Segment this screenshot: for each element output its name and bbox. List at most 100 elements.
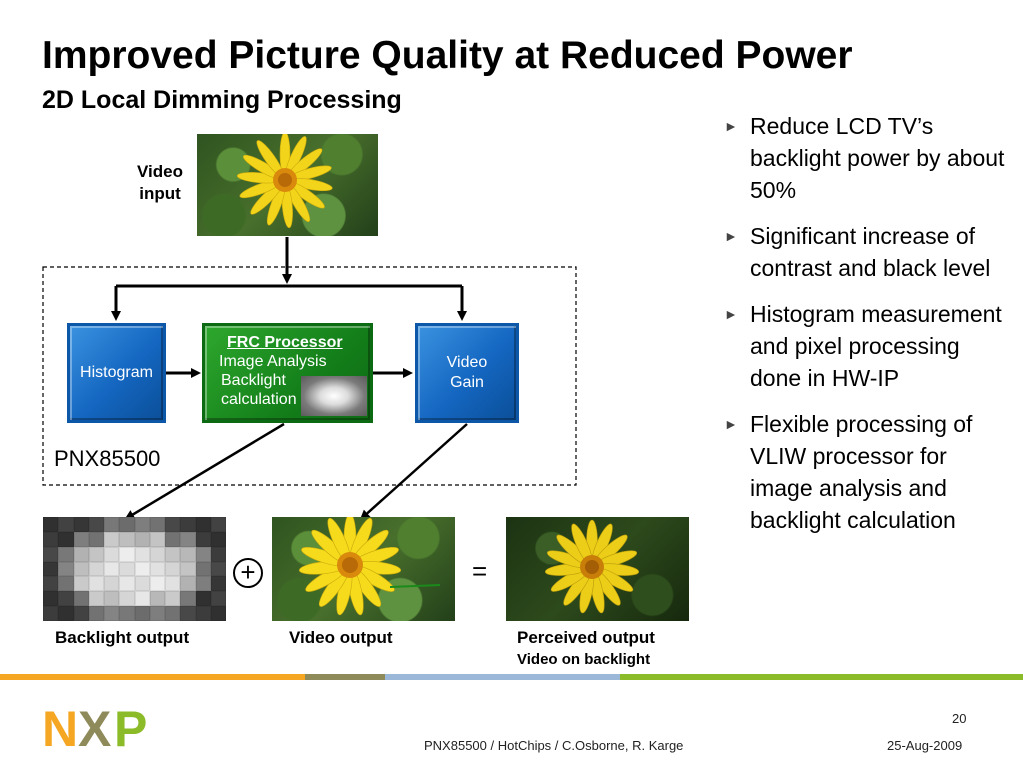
backlight-cell — [43, 531, 59, 547]
backlight-cell — [58, 561, 74, 577]
backlight-cell — [210, 561, 226, 577]
backlight-cell — [119, 606, 135, 621]
flower-image — [236, 134, 333, 229]
backlight-cell — [73, 576, 89, 592]
video-output-label: Video output — [289, 628, 393, 647]
bullet-arrow-icon: ► — [724, 306, 738, 322]
backlight-cell — [165, 591, 181, 607]
frc-title: FRC Processor — [227, 334, 343, 351]
page-number: 20 — [952, 711, 967, 726]
backlight-cell — [104, 576, 120, 592]
video-input-label-line2: input — [139, 184, 181, 203]
backlight-cell — [88, 546, 104, 562]
backlight-cell — [210, 517, 226, 532]
backlight-cell — [58, 531, 74, 547]
backlight-cell — [195, 606, 211, 621]
backlight-cell — [165, 606, 181, 621]
backlight-cell — [195, 531, 211, 547]
backlight-cell — [149, 561, 165, 577]
footer-line-blue — [385, 674, 620, 680]
backlight-cell — [58, 576, 74, 592]
backlight-cell — [210, 546, 226, 562]
slide-title: Improved Picture Quality at Reduced Powe… — [42, 34, 853, 77]
backlight-cell — [119, 591, 135, 607]
backlight-cell — [119, 576, 135, 592]
backlight-cell — [210, 576, 226, 592]
svg-text:X: X — [78, 704, 111, 752]
backlight-cell — [180, 531, 196, 547]
backlight-cell — [134, 576, 150, 592]
backlight-cell — [73, 561, 89, 577]
chip-boundary — [42, 266, 577, 486]
backlight-cell — [165, 576, 181, 592]
backlight-cell — [134, 546, 150, 562]
bullet-text: Significant increase of contrast and bla… — [750, 223, 991, 281]
plus-symbol: + — [233, 558, 263, 588]
backlight-output-label: Backlight output — [55, 628, 190, 647]
footer-line-olive — [305, 674, 385, 680]
chip-label: PNX85500 — [54, 446, 161, 471]
bullet-text: Reduce LCD TV’s backlight power by about… — [750, 113, 1005, 203]
video-gain-block: Video Gain — [415, 323, 519, 423]
frc-line-3: calculation — [221, 391, 297, 408]
backlight-cell — [104, 606, 120, 621]
backlight-cell — [149, 591, 165, 607]
backlight-cell — [134, 591, 150, 607]
backlight-cell — [43, 576, 59, 592]
nxp-logo: N X P — [42, 704, 147, 752]
backlight-cell — [119, 561, 135, 577]
backlight-cell — [180, 517, 196, 532]
backlight-cell — [149, 576, 165, 592]
backlight-cell — [88, 591, 104, 607]
backlight-cell — [195, 517, 211, 532]
video-gain-label-line1: Video — [446, 354, 488, 371]
slide-subtitle: 2D Local Dimming Processing — [42, 86, 402, 114]
backlight-cell — [134, 531, 150, 547]
backlight-cell — [43, 546, 59, 562]
backlight-cell — [88, 576, 104, 592]
video-input-label-line1: Video — [137, 162, 183, 181]
backlight-cell — [58, 591, 74, 607]
backlight-cell — [58, 517, 74, 532]
backlight-cell — [43, 591, 59, 607]
frc-processor-block: FRC Processor Image Analysis Backlight c… — [202, 323, 373, 423]
backlight-cell — [165, 546, 181, 562]
backlight-cell — [180, 591, 196, 607]
backlight-cell — [104, 531, 120, 547]
backlight-cell — [165, 531, 181, 547]
backlight-cell — [58, 606, 74, 621]
backlight-cell — [134, 517, 150, 532]
backlight-cell — [210, 606, 226, 621]
backlight-cell — [43, 561, 59, 577]
backlight-cell — [180, 606, 196, 621]
backlight-cell — [165, 561, 181, 577]
bullet-arrow-icon: ► — [724, 118, 738, 134]
backlight-cell — [73, 606, 89, 621]
frc-line-1: Image Analysis — [219, 353, 327, 370]
video-input-label: Video input — [137, 161, 183, 205]
bullet-list: ► Reduce LCD TV’s backlight power by abou… — [722, 110, 1012, 550]
video-input-image — [197, 134, 378, 236]
backlight-cell — [210, 591, 226, 607]
backlight-cell — [88, 531, 104, 547]
equals-symbol: = — [472, 556, 488, 586]
backlight-cell — [73, 517, 89, 532]
flower-image — [298, 517, 441, 616]
backlight-cell — [195, 576, 211, 592]
bullet-arrow-icon: ► — [724, 228, 738, 244]
backlight-cell — [149, 606, 165, 621]
backlight-cell — [73, 546, 89, 562]
bullet-item: ► Reduce LCD TV’s backlight power by abou… — [722, 110, 1012, 206]
backlight-cell — [88, 606, 104, 621]
backlight-cell — [134, 606, 150, 621]
frc-backlight-thumbnail — [301, 376, 367, 416]
backlight-cell — [88, 561, 104, 577]
footer-text: PNX85500 / HotChips / C.Osborne, R. Karg… — [424, 738, 684, 753]
backlight-cell — [195, 546, 211, 562]
bullet-arrow-icon: ► — [724, 416, 738, 432]
bullet-text: Flexible processing of VLIW processor fo… — [750, 411, 973, 533]
backlight-cell — [134, 561, 150, 577]
frc-line-2: Backlight — [221, 372, 286, 389]
arrow-to-video-output — [359, 423, 468, 521]
